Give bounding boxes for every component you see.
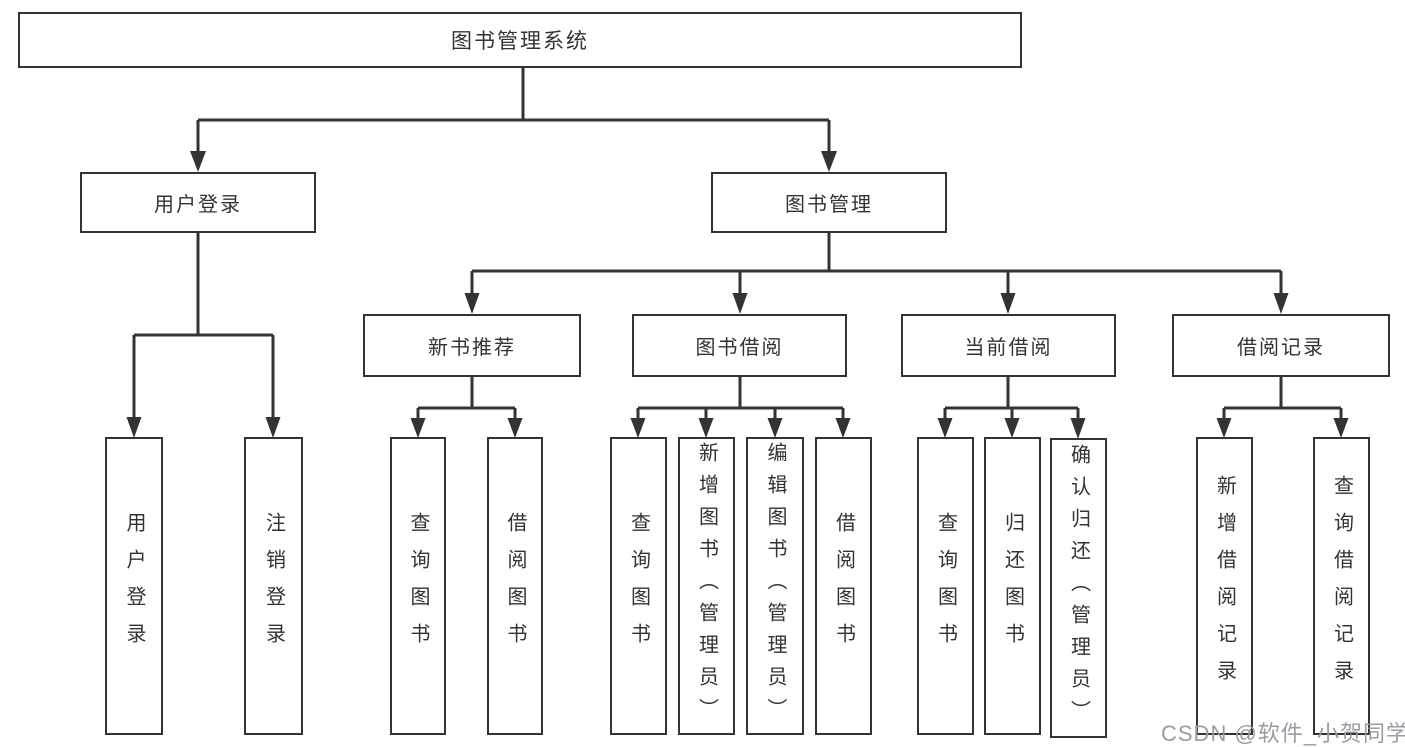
node-user-login-branch: 用户登录 xyxy=(80,172,316,233)
node-leaf-nbr-borrow-book: 借阅图书 xyxy=(487,437,543,735)
node-leaf-cb-query-book: 查询图书 xyxy=(917,437,974,735)
node-leaf-nbr-query-book: 查询图书 xyxy=(390,437,446,735)
node-leaf-logout: 注销登录 xyxy=(244,437,303,735)
node-leaf-bb-borrow-book: 借阅图书 xyxy=(815,437,872,735)
node-new-book-recommend: 新书推荐 xyxy=(363,314,581,377)
node-book-borrow: 图书借阅 xyxy=(632,314,847,377)
node-leaf-br-add-record: 新增借阅记录 xyxy=(1196,437,1253,735)
node-leaf-br-query-record: 查询借阅记录 xyxy=(1313,437,1370,735)
node-leaf-bb-query-book: 查询图书 xyxy=(610,437,667,735)
node-leaf-bb-add-book-admin: 新增图书（管理员） xyxy=(678,437,735,735)
csdn-watermark: CSDN @软件_小贺同学 xyxy=(1161,721,1405,746)
node-borrow-records: 借阅记录 xyxy=(1172,314,1390,377)
node-leaf-user-login: 用户登录 xyxy=(105,437,163,735)
node-book-management-branch: 图书管理 xyxy=(711,172,947,233)
node-leaf-cb-confirm-return-admin: 确认归还（管理员） xyxy=(1050,438,1107,738)
node-library-management-system: 图书管理系统 xyxy=(18,12,1022,68)
node-current-borrow: 当前借阅 xyxy=(901,314,1116,377)
node-leaf-cb-return-book: 归还图书 xyxy=(984,437,1041,735)
node-leaf-bb-edit-book-admin: 编辑图书（管理员） xyxy=(746,437,804,735)
